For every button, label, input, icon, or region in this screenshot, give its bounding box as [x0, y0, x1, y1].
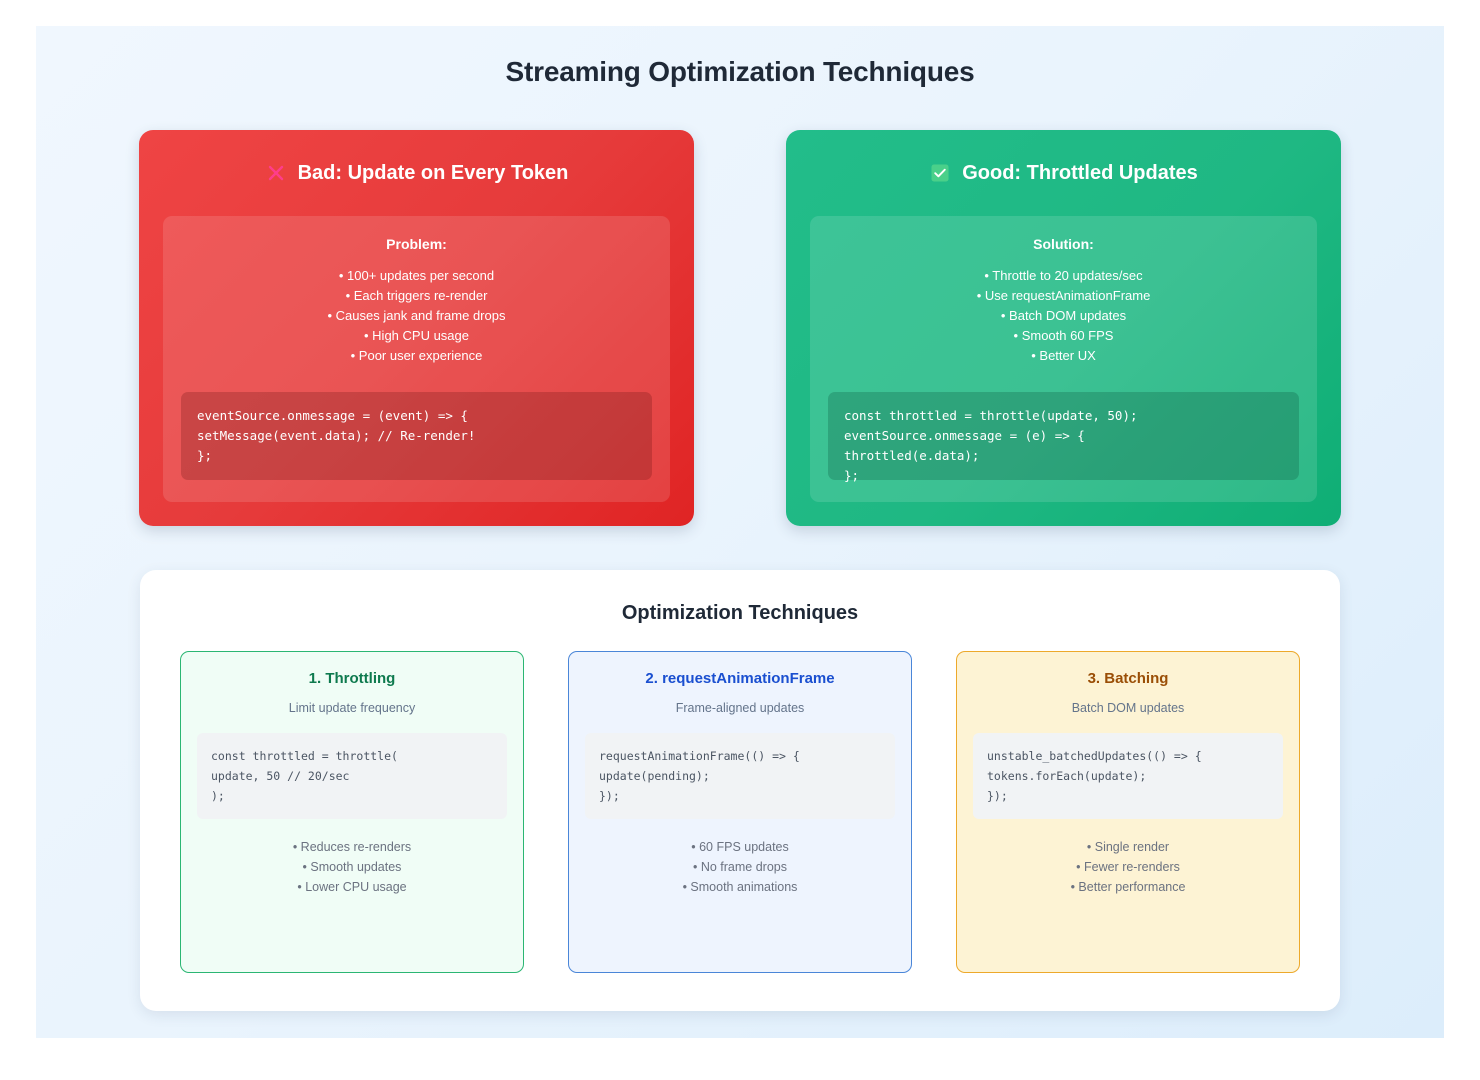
bad-code-snippet: eventSource.onmessage = (event) => { set…	[181, 392, 652, 480]
cross-icon	[265, 162, 287, 184]
technique-title: 1. Throttling	[308, 670, 396, 687]
list-item: • Poor user experience	[350, 348, 483, 363]
comparison-card-good: Good: Throttled Updates Solution: • Thro…	[786, 130, 1341, 526]
list-item: • No frame drops	[693, 860, 787, 874]
problem-panel: Problem: • 100+ updates per second • Eac…	[163, 216, 670, 502]
technique-card-batching: 3. Batching Batch DOM updates unstable_b…	[956, 651, 1300, 973]
solution-list: • Throttle to 20 updates/sec • Use reque…	[828, 266, 1299, 366]
comparison-card-good-header: Good: Throttled Updates	[810, 152, 1317, 194]
comparison-card-bad-title: Bad: Update on Every Token	[297, 161, 569, 184]
list-item: • Each triggers re-render	[345, 288, 488, 303]
list-item: • Better performance	[1070, 880, 1186, 894]
technique-benefit-list: • Reduces re-renders • Smooth updates • …	[197, 837, 507, 897]
list-item: • High CPU usage	[364, 328, 469, 343]
problem-list: • 100+ updates per second • Each trigger…	[181, 266, 652, 366]
list-item: • Causes jank and frame drops	[327, 308, 506, 323]
technique-subtitle: Limit update frequency	[288, 701, 416, 715]
comparison-card-bad: Bad: Update on Every Token Problem: • 10…	[139, 130, 694, 526]
problem-panel-title: Problem:	[386, 236, 447, 252]
list-item: • Smooth updates	[302, 860, 402, 874]
list-item: • Batch DOM updates	[1000, 308, 1127, 323]
list-item: • Use requestAnimationFrame	[976, 288, 1151, 303]
list-item: • Lower CPU usage	[297, 880, 407, 894]
comparison-card-good-title: Good: Throttled Updates	[962, 161, 1198, 184]
technique-code-snippet: requestAnimationFrame(() => { update(pen…	[585, 733, 895, 819]
list-item: • Fewer re-renders	[1076, 860, 1180, 874]
comparison-row: Bad: Update on Every Token Problem: • 10…	[36, 130, 1444, 526]
technique-subtitle: Frame-aligned updates	[675, 701, 805, 715]
list-item: • Reduces re-renders	[292, 840, 412, 854]
page-title: Streaming Optimization Techniques	[505, 56, 975, 87]
techniques-panel-title: Optimization Techniques	[621, 602, 859, 624]
technique-card-request-animation-frame: 2. requestAnimationFrame Frame-aligned u…	[568, 651, 912, 973]
technique-title: 2. requestAnimationFrame	[645, 670, 835, 687]
technique-code-snippet: unstable_batchedUpdates(() => { tokens.f…	[973, 733, 1283, 819]
techniques-panel: Optimization Techniques 1. Throttling Li…	[140, 570, 1340, 1011]
page-canvas: Streaming Optimization Techniques Bad: U…	[36, 26, 1444, 1038]
solution-panel: Solution: • Throttle to 20 updates/sec •…	[810, 216, 1317, 502]
list-item: • Throttle to 20 updates/sec	[984, 268, 1143, 283]
technique-code-snippet: const throttled = throttle( update, 50 /…	[197, 733, 507, 819]
technique-title: 3. Batching	[1087, 670, 1169, 687]
techniques-row: 1. Throttling Limit update frequency con…	[180, 651, 1300, 973]
technique-benefit-list: • 60 FPS updates • No frame drops • Smoo…	[585, 837, 895, 897]
check-box-icon	[929, 162, 951, 184]
comparison-card-bad-header: Bad: Update on Every Token	[163, 152, 670, 194]
list-item: • Single render	[1086, 840, 1170, 854]
good-code-snippet: const throttled = throttle(update, 50); …	[828, 392, 1299, 483]
list-item: • 100+ updates per second	[338, 268, 495, 283]
technique-benefit-list: • Single render • Fewer re-renders • Bet…	[973, 837, 1283, 897]
solution-panel-title: Solution:	[1033, 236, 1094, 252]
list-item: • 60 FPS updates	[691, 840, 789, 854]
list-item: • Better UX	[1031, 348, 1096, 363]
technique-card-throttling: 1. Throttling Limit update frequency con…	[180, 651, 524, 973]
list-item: • Smooth 60 FPS	[1013, 328, 1114, 343]
technique-subtitle: Batch DOM updates	[1071, 701, 1185, 715]
list-item: • Smooth animations	[682, 880, 798, 894]
